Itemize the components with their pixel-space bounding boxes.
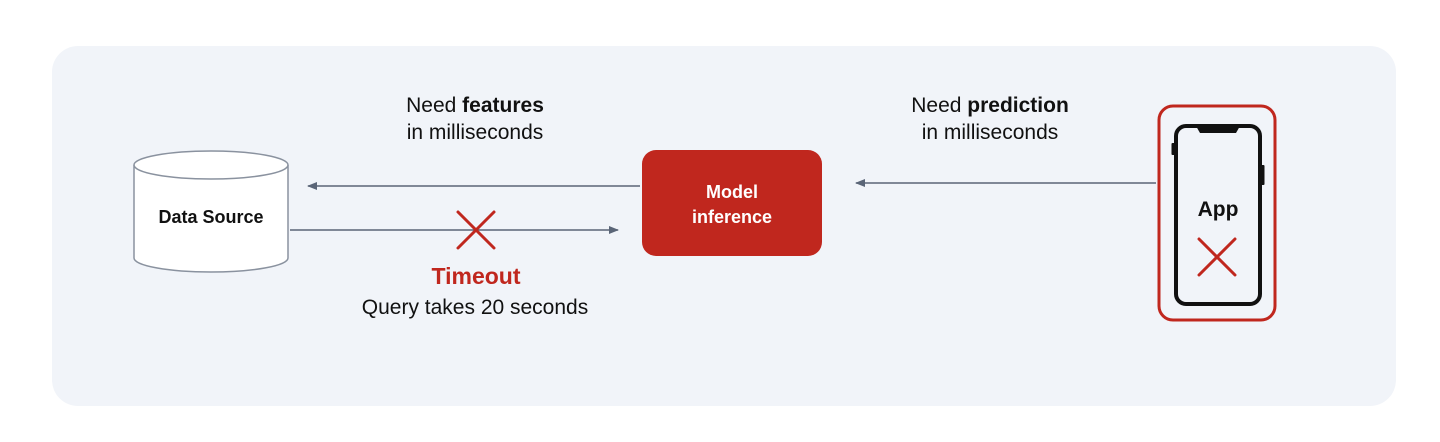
x-mark-icon: [456, 210, 496, 250]
model-inference-box: [642, 150, 822, 256]
timeout-title: Timeout: [431, 263, 521, 289]
timeout-description: Query takes 20 seconds: [361, 296, 589, 319]
data-source-label: Data Source: [158, 207, 264, 227]
database-cylinder-icon: [133, 150, 289, 273]
app-label: App: [1197, 198, 1239, 221]
model-label-line1: Model: [706, 182, 758, 202]
need-prediction-prefix: Need: [911, 94, 968, 117]
need-features-prefix: Need: [406, 94, 463, 117]
model-label-line2: inference: [691, 207, 773, 227]
need-prediction-bold: prediction: [967, 94, 1069, 117]
need-prediction-line2: in milliseconds: [921, 121, 1059, 144]
model-inference-label: Model inference: [642, 180, 822, 230]
need-prediction-label: Need prediction in milliseconds: [840, 92, 1140, 146]
smartphone-icon: [1157, 104, 1277, 322]
need-features-line2: in milliseconds: [406, 121, 544, 144]
x-mark-icon: [1197, 237, 1237, 277]
need-features-bold: features: [462, 94, 544, 117]
need-features-label: Need features in milliseconds: [330, 92, 620, 146]
